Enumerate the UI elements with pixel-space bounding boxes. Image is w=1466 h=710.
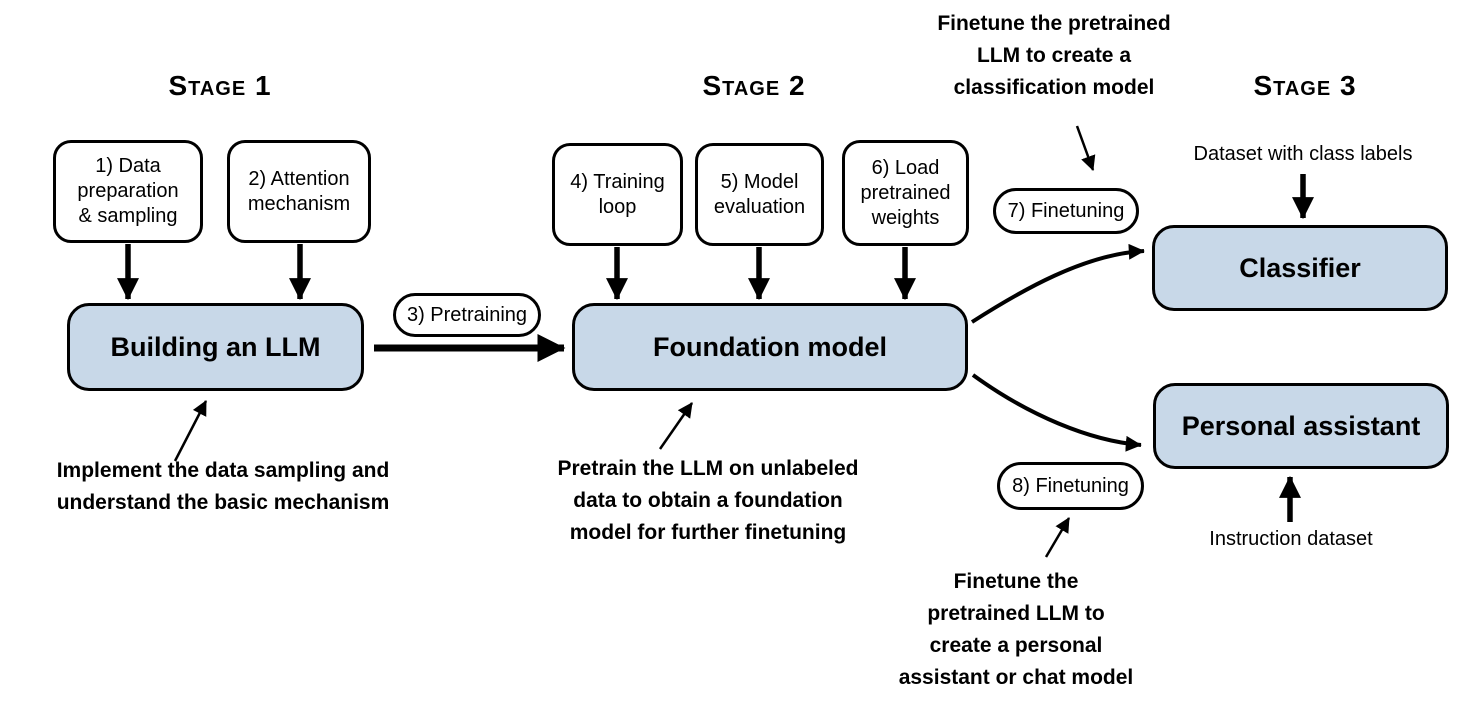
step-pretraining: 3) Pretraining: [393, 293, 541, 337]
annotation-classification-finetune: Finetune the pretrained LLM to create a …: [937, 12, 1171, 99]
arrow-foundation-to-assistant: [971, 373, 1142, 452]
node-classifier: Classifier: [1152, 225, 1448, 311]
step-finetuning-8: 8) Finetuning: [997, 462, 1144, 510]
step-model-evaluation: 5) Model evaluation: [695, 143, 824, 246]
node-foundation-model: Foundation model: [572, 303, 968, 391]
arrow-foundation-to-classifier: [970, 243, 1145, 324]
step-load-pretrained-weights: 6) Load pretrained weights: [842, 140, 969, 246]
step-data-preparation: 1) Data preparation & sampling: [53, 140, 203, 243]
label-dataset-class-labels: Dataset with class labels: [1193, 143, 1413, 165]
arrow-note-to-finetuning8: [1044, 517, 1071, 558]
step-attention-mechanism: 2) Attention mechanism: [227, 140, 371, 243]
node-building-an-llm: Building an LLM: [67, 303, 364, 391]
node-personal-assistant: Personal assistant: [1153, 383, 1449, 469]
arrow-note-to-finetuning7: [1075, 125, 1096, 171]
annotation-stage2: Pretrain the LLM on unlabeled data to ob…: [557, 457, 859, 544]
annotation-stage1: Implement the data sampling and understa…: [56, 459, 390, 514]
stage-1-heading: Stage 1: [168, 70, 272, 101]
label-instruction-dataset: Instruction dataset: [1209, 528, 1373, 550]
step-finetuning-7: 7) Finetuning: [993, 188, 1139, 234]
stage-3-heading: Stage 3: [1253, 70, 1357, 101]
step-training-loop: 4) Training loop: [552, 143, 683, 246]
stage-2-heading: Stage 2: [702, 70, 806, 101]
annotation-assistant-finetune: Finetune the pretrained LLM to create a …: [898, 570, 1134, 689]
arrow-note-to-foundation: [658, 402, 694, 450]
arrow-note-to-building: [173, 400, 208, 462]
